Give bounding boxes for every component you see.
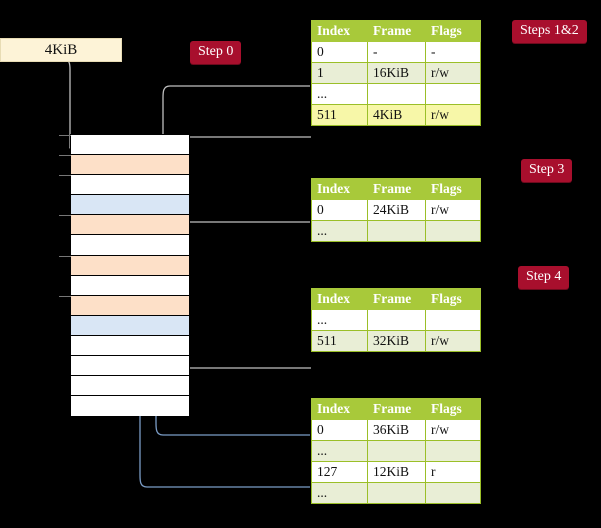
memory-row — [59, 155, 189, 176]
cell-frame — [367, 440, 426, 462]
cell-index: ... — [311, 482, 368, 504]
column-header-flags: Flags — [425, 288, 481, 310]
cell-flags: r/w — [425, 330, 481, 352]
row-tick — [59, 155, 71, 157]
table-row: ... — [311, 440, 481, 462]
cell-frame — [367, 83, 426, 105]
table-header-row: Index Frame Flags — [311, 398, 481, 420]
cell-index: 0 — [311, 199, 368, 221]
memory-row — [59, 295, 189, 316]
column-header-index: Index — [311, 398, 368, 420]
cell-index: ... — [311, 83, 368, 105]
cell-flags — [425, 440, 481, 462]
memory-column — [59, 134, 190, 417]
cell-frame — [367, 220, 426, 242]
page-table-level3: Index Frame Flags 0 24KiB r/w ... — [311, 178, 481, 242]
column-header-frame: Frame — [367, 288, 426, 310]
cell-index: 511 — [311, 330, 368, 352]
memory-row — [71, 356, 189, 377]
cell-frame: - — [367, 41, 426, 63]
table-row: 0 - - — [311, 41, 481, 63]
badge-step-3: Step 3 — [521, 159, 573, 182]
table-row: 511 32KiB r/w — [311, 330, 481, 352]
cell-flags: r/w — [425, 104, 481, 126]
cell-index: 0 — [311, 41, 368, 63]
cell-frame: 36KiB — [367, 419, 426, 441]
cell-index: ... — [311, 309, 368, 331]
cell-index: ... — [311, 220, 368, 242]
column-header-index: Index — [311, 288, 368, 310]
memory-row — [71, 195, 189, 216]
cell-frame — [367, 482, 426, 504]
cell-flags: - — [425, 41, 481, 63]
table-row: 1 16KiB r/w — [311, 62, 481, 84]
table-header-row: Index Frame Flags — [311, 178, 481, 200]
table-row: 0 36KiB r/w — [311, 419, 481, 441]
cell-flags: r/w — [425, 419, 481, 441]
table-row: ... — [311, 482, 481, 504]
memory-row — [71, 335, 189, 357]
memory-row — [59, 135, 189, 156]
cell-flags — [425, 309, 481, 331]
size-box-4kib: 4KiB — [0, 38, 122, 62]
table-row: 127 12KiB r — [311, 461, 481, 483]
memory-row — [71, 376, 189, 397]
cell-flags — [425, 482, 481, 504]
badge-steps-1-2: Steps 1&2 — [512, 20, 587, 43]
cell-index: ... — [311, 440, 368, 462]
table-row: ... — [311, 309, 481, 331]
row-tick — [59, 135, 71, 136]
cell-index: 0 — [311, 419, 368, 441]
cell-flags — [425, 220, 481, 242]
column-header-index: Index — [311, 178, 368, 200]
column-header-flags: Flags — [425, 178, 481, 200]
cell-flags — [425, 83, 481, 105]
memory-row — [59, 255, 189, 276]
column-header-flags: Flags — [425, 20, 481, 42]
memory-row — [71, 396, 189, 417]
column-header-frame: Frame — [367, 20, 426, 42]
cell-flags: r — [425, 461, 481, 483]
memory-row — [71, 275, 189, 296]
cell-index: 1 — [311, 62, 368, 84]
cell-frame: 16KiB — [367, 62, 426, 84]
page-table-level2: Index Frame Flags ... 511 32KiB r/w — [311, 288, 481, 352]
cell-frame: 24KiB — [367, 199, 426, 221]
table-row: 0 24KiB r/w — [311, 199, 481, 221]
cell-frame: 12KiB — [367, 461, 426, 483]
column-header-frame: Frame — [367, 398, 426, 420]
badge-step-4: Step 4 — [518, 266, 570, 289]
row-tick — [59, 255, 71, 257]
cell-index: 511 — [311, 104, 368, 126]
table-row: 511 4KiB r/w — [311, 104, 481, 126]
row-tick — [59, 175, 71, 177]
size-box-label: 4KiB — [44, 41, 78, 58]
cell-flags: r/w — [425, 199, 481, 221]
cell-frame: 32KiB — [367, 330, 426, 352]
cell-frame — [367, 309, 426, 331]
column-header-index: Index — [311, 20, 368, 42]
column-header-frame: Frame — [367, 178, 426, 200]
memory-row — [71, 235, 189, 256]
memory-row — [71, 315, 189, 336]
row-tick — [59, 215, 71, 217]
table-row: ... — [311, 220, 481, 242]
table-header-row: Index Frame Flags — [311, 20, 481, 42]
row-tick — [59, 295, 71, 297]
page-table-level4: Index Frame Flags 0 - - 1 16KiB r/w ... — [311, 20, 481, 126]
table-header-row: Index Frame Flags — [311, 288, 481, 310]
memory-row — [59, 175, 189, 196]
cell-frame: 4KiB — [367, 104, 426, 126]
cell-flags: r/w — [425, 62, 481, 84]
page-table-level1: Index Frame Flags 0 36KiB r/w ... 127 12… — [311, 398, 481, 504]
column-header-flags: Flags — [425, 398, 481, 420]
memory-row — [59, 215, 189, 236]
badge-step-0: Step 0 — [190, 41, 242, 64]
cell-index: 127 — [311, 461, 368, 483]
table-row: ... — [311, 83, 481, 105]
